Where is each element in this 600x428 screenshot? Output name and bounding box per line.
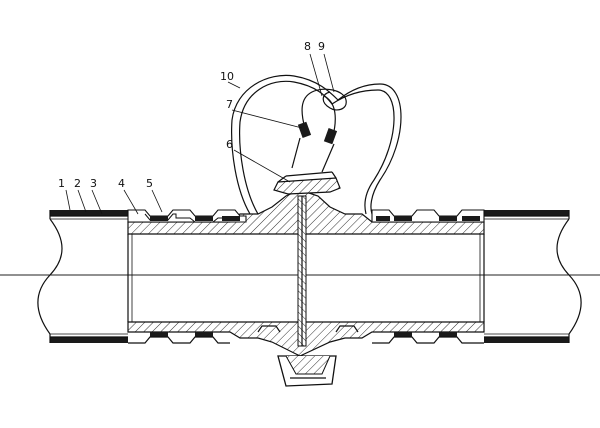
label-6: 6	[226, 138, 233, 151]
right-pipe-outer-layer-bottom	[484, 337, 569, 343]
top-fitting	[273, 171, 341, 195]
label-7: 7	[226, 98, 233, 111]
label-2: 2	[74, 177, 81, 190]
right-pipe-outer-layer-top	[484, 210, 569, 216]
label-3: 3	[90, 177, 97, 190]
left-pipe-outer-layer-top	[50, 210, 128, 216]
left-pipe	[37, 210, 128, 343]
left-pipe-break-line	[37, 218, 63, 335]
right-pipe-break-line	[556, 218, 582, 335]
center-partition	[297, 195, 307, 347]
label-8: 8	[304, 40, 311, 53]
left-pipe-outer-layer-bottom	[50, 337, 128, 343]
bottom-fitting	[277, 355, 337, 387]
label-5: 5	[146, 177, 153, 190]
label-1: 1	[58, 177, 65, 190]
part-labels: 1 2 3 4 5 6 7 8 9 10	[58, 40, 325, 190]
corrugated-layer-bottom	[128, 332, 484, 344]
clamp-right	[323, 128, 338, 145]
wire-loop	[231, 74, 402, 215]
right-pipe	[484, 210, 582, 343]
label-4: 4	[118, 177, 125, 190]
label-9: 9	[318, 40, 325, 53]
corrugated-layer-top	[127, 209, 485, 223]
clamp-left	[297, 121, 312, 138]
label-10: 10	[220, 70, 234, 83]
leader-lines	[65, 53, 335, 215]
